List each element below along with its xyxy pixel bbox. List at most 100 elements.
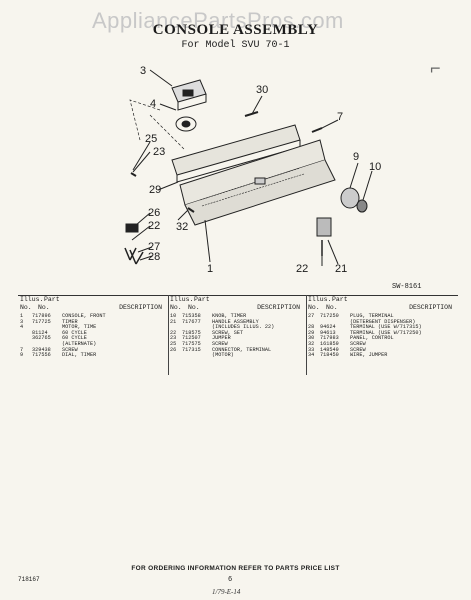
part-number: 362765: [32, 335, 51, 342]
header-part: Part: [194, 296, 210, 303]
header-no: No.: [20, 304, 32, 311]
callout-29: 28: [148, 251, 160, 263]
illus-number: 28: [308, 324, 315, 331]
table-row: (ALTERNATE): [18, 340, 168, 348]
model-subtitle: For Model SVU 70-1: [181, 40, 290, 51]
part-number: 94613: [320, 329, 336, 336]
part-description: TERMINAL (USE W/717315): [350, 324, 422, 331]
table-row: (DETERGENT DISPENSER): [306, 318, 458, 326]
part-description: PLUG, TERMINAL: [350, 313, 394, 319]
part-description: TIMER: [62, 318, 78, 325]
header-no: No.: [308, 304, 320, 311]
part-description: (INCLUDES ILLUS. 22): [212, 324, 275, 331]
illus-number: 7: [20, 346, 24, 353]
column-divider: [168, 295, 169, 375]
header-description: DESCRIPTION: [409, 304, 452, 311]
illus-number: 3: [20, 318, 24, 325]
illus-number: 34: [308, 352, 315, 359]
callout-21: 21: [335, 263, 347, 275]
part-description: PANEL, CONTROL: [350, 335, 394, 342]
part-number: 94624: [320, 324, 336, 331]
illus-number: 32: [308, 340, 315, 347]
part-number: 717983: [320, 335, 339, 342]
part-description: SCREW: [350, 346, 366, 353]
callout-32: 30: [256, 84, 268, 96]
part-description: (ALTERNATE): [62, 340, 97, 347]
callout-25: 25: [145, 133, 157, 145]
connector-part: [124, 247, 144, 265]
table-row: (INCLUDES ILLUS. 22): [168, 325, 306, 331]
table-header: Illus.No. No. DESCRIPTION Part: [168, 295, 306, 314]
illus-number: 4: [20, 324, 24, 331]
part-number: 717556: [32, 352, 51, 359]
part-description: CONSOLE, FRONT: [62, 313, 106, 319]
page-id: 718167: [18, 576, 40, 583]
part-description: (DETERGENT DISPENSER): [350, 318, 416, 325]
header-part: Part: [44, 296, 60, 303]
illus-number: 1: [20, 313, 24, 319]
timer-motor-part: [175, 116, 197, 132]
table-row: 28 94624 TERMINAL (USE W/717315): [306, 325, 458, 331]
control-panel-part: [171, 124, 301, 183]
part-number: 148549: [320, 346, 339, 353]
header-part-no: No.: [326, 304, 338, 311]
part-description: DIAL, TIMER: [62, 352, 97, 359]
callout-22: 22: [296, 263, 308, 275]
column-divider: [306, 295, 307, 375]
part-description: TERMINAL (USE W/717250): [350, 329, 422, 336]
table-row: 33 148549 SCREW: [306, 346, 458, 354]
illus-number: 9: [20, 352, 24, 359]
header-description: DESCRIPTION: [257, 304, 300, 311]
screw-part: [130, 172, 137, 177]
part-description: CONNECTOR, TERMINAL: [212, 346, 272, 353]
illus-number: 33: [308, 346, 315, 353]
table-row: 29 94613 TERMINAL (USE W/717250): [306, 329, 458, 337]
part-number: 161859: [320, 340, 339, 347]
header-description: DESCRIPTION: [119, 304, 162, 311]
callout-10: 10: [369, 161, 381, 173]
table-row: (MOTOR): [168, 353, 306, 359]
part-number: 717896: [32, 313, 51, 319]
callout-26: 22: [148, 220, 160, 232]
part-description: SCREW: [350, 340, 366, 347]
illus-number: 10: [170, 313, 177, 319]
callout-1: 1: [207, 263, 213, 275]
table-row: 32 161859 SCREW: [306, 340, 458, 348]
part-description: 60 CYCLE: [62, 335, 87, 342]
table-row: 4 MOTOR, TIME: [18, 325, 168, 331]
callout-27: 26: [148, 207, 160, 219]
part-description: SCREW: [212, 340, 228, 347]
illus-number: 30: [308, 335, 315, 342]
callout-7: 7: [337, 111, 343, 123]
illus-number: 25: [170, 340, 177, 347]
header-part-no: No.: [188, 304, 200, 311]
header-illus: Illus.: [20, 296, 44, 303]
table-row: 30 717983 PANEL, CONTROL: [306, 336, 458, 342]
watermark: AppliancePartsPros.com: [92, 8, 344, 33]
corner-mark: ⌐: [430, 58, 441, 78]
table-row: 9 717556 DIAL, TIMER: [18, 353, 168, 359]
exploded-diagram: 3 4 30 7 25 23 29 32 26 22 27 28 9 10 1 …: [124, 65, 381, 275]
header-no: No.: [170, 304, 182, 311]
illus-number: 29: [308, 329, 315, 336]
callout-9: 9: [353, 151, 359, 163]
part-number: 329438: [32, 346, 51, 353]
header-illus: Illus.: [170, 296, 194, 303]
illus-number: 26: [170, 346, 177, 353]
part-number: 717677: [182, 318, 201, 325]
part-description: MOTOR, TIME: [62, 324, 97, 331]
callout-28: 27: [148, 241, 160, 253]
terminal-plug-part: [125, 223, 139, 233]
callout-33: 32: [176, 221, 188, 233]
